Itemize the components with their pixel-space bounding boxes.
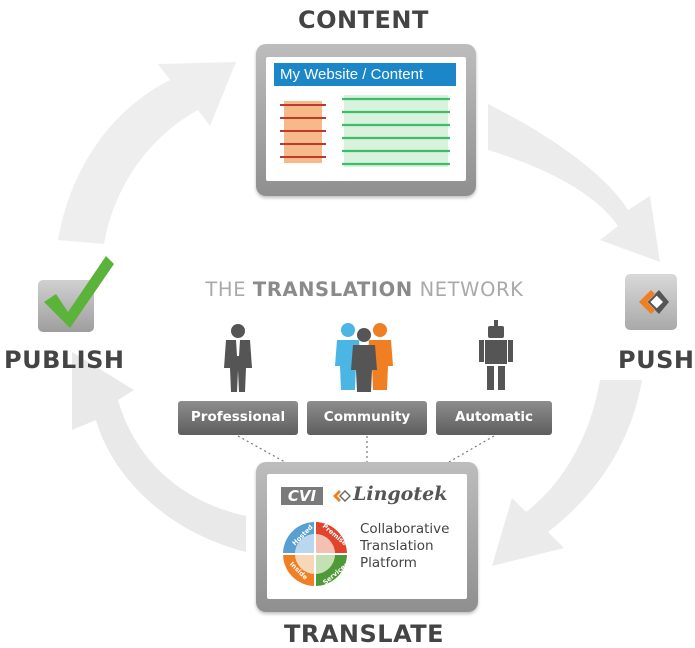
channel-automatic: Automatic: [436, 401, 552, 435]
network-title-prefix: THE: [205, 278, 253, 301]
cvi-logo: CVI: [281, 487, 323, 505]
content-monitor: My Website / Content: [256, 44, 476, 196]
green-content-block: [344, 95, 448, 167]
flow-arrow-translate-to-publish: [72, 352, 246, 552]
professional-person-icon: [224, 324, 252, 392]
platform-screen: CVI Lingotek Hosted Premise Services Ins…: [267, 474, 467, 599]
push-icon-box: [625, 274, 677, 330]
platform-line-1: Collaborative: [360, 521, 450, 537]
network-title-suffix: NETWORK: [412, 278, 524, 301]
website-screen: My Website / Content: [266, 57, 466, 181]
push-stage-label: PUSH: [618, 346, 695, 374]
flow-arrow-push-to-translate: [492, 380, 642, 566]
platform-line-3: Platform: [360, 555, 417, 571]
flow-arrow-content-to-push: [488, 104, 660, 262]
content-stage-label: CONTENT: [298, 6, 429, 34]
website-content-lines: [280, 95, 450, 167]
lingotek-brand: Lingotek: [353, 483, 448, 505]
check-icon: [44, 256, 114, 328]
flow-arrow-publish-to-content: [58, 62, 236, 244]
channel-professional: Professional: [178, 401, 298, 435]
robot-icon: [479, 320, 513, 390]
community-people-icon: [335, 323, 393, 392]
website-title: My Website / Content: [274, 63, 456, 86]
platform-wheel-icon: Hosted Premise Services Inside: [281, 520, 350, 588]
network-title: THE TRANSLATION NETWORK: [182, 278, 547, 301]
translate-stage-label: TRANSLATE: [284, 620, 445, 648]
platform-line-2: Translation: [360, 538, 434, 554]
lingotek-logo-icon: [333, 490, 351, 502]
channel-community: Community: [307, 401, 427, 435]
platform-monitor: CVI Lingotek Hosted Premise Services Ins…: [256, 462, 478, 612]
publish-stage-label: PUBLISH: [4, 346, 125, 374]
lingotek-push-icon: [639, 290, 669, 314]
network-title-bold: TRANSLATION: [252, 278, 413, 301]
